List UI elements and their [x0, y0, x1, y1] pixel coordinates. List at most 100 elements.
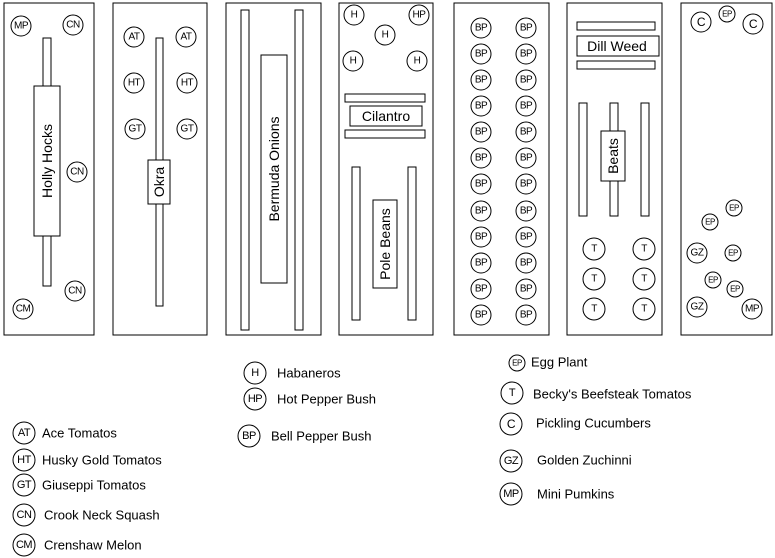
- svg-text:BP: BP: [475, 310, 488, 321]
- bed-6-row-top: [576, 21, 656, 31]
- svg-text:BP: BP: [475, 206, 488, 217]
- plant-marker: AT: [175, 26, 197, 48]
- svg-text:MP: MP: [503, 488, 519, 500]
- svg-text:BP: BP: [520, 153, 533, 164]
- svg-text:GT: GT: [17, 479, 32, 491]
- plant-marker: BP: [470, 226, 492, 248]
- plant-marker: EP: [726, 280, 744, 298]
- svg-text:MP: MP: [745, 304, 760, 315]
- svg-text:MP: MP: [14, 21, 29, 32]
- svg-text:CN: CN: [66, 20, 80, 31]
- bed-6-label-top: Dill Weed: [587, 38, 647, 54]
- bed-1-label: Holly Hocks: [39, 124, 55, 198]
- garden-bed-2: [112, 2, 208, 336]
- plant-marker: BP: [470, 17, 492, 39]
- plant-marker: GZ: [686, 242, 708, 264]
- plant-marker: H: [342, 50, 364, 72]
- svg-text:AT: AT: [180, 32, 191, 43]
- svg-text:T: T: [509, 387, 516, 399]
- svg-text:Ace Tomatos: Ace Tomatos: [42, 426, 117, 441]
- plant-marker: BP: [470, 95, 492, 117]
- svg-text:BP: BP: [520, 49, 533, 60]
- bed-6-plants: T T T T T T: [582, 237, 656, 321]
- svg-text:T: T: [591, 304, 597, 315]
- svg-text:EP: EP: [708, 276, 718, 285]
- svg-text:H: H: [350, 56, 357, 67]
- svg-text:T: T: [591, 274, 597, 285]
- svg-text:GT: GT: [181, 124, 194, 135]
- svg-text:BP: BP: [475, 75, 488, 86]
- plant-marker: H: [343, 4, 365, 26]
- svg-text:EP: EP: [728, 249, 738, 258]
- plant-marker: HT: [123, 72, 145, 94]
- plant-marker: BP: [515, 278, 537, 300]
- svg-text:BP: BP: [475, 153, 488, 164]
- garden-bed-6: [566, 2, 663, 336]
- plant-marker: BP: [515, 147, 537, 169]
- plant-marker: BP: [515, 200, 537, 222]
- plant-marker: EP: [701, 213, 719, 231]
- plant-marker: T: [632, 267, 656, 291]
- svg-text:BP: BP: [520, 101, 533, 112]
- svg-text:GZ: GZ: [504, 455, 519, 467]
- svg-text:HT: HT: [17, 454, 31, 466]
- bed-4-row-top: [344, 93, 426, 103]
- plant-marker: EP: [724, 244, 742, 262]
- garden-bed-4: [338, 2, 434, 336]
- svg-text:BP: BP: [475, 232, 488, 243]
- svg-text:AT: AT: [18, 427, 31, 439]
- svg-text:EP: EP: [730, 285, 740, 294]
- bed-1-label-box: [33, 85, 61, 237]
- svg-text:EP: EP: [705, 218, 715, 227]
- plant-marker: BP: [470, 69, 492, 91]
- legend-item: GZ Golden Zuchinni: [499, 449, 632, 473]
- plant-marker: CN: [64, 280, 86, 302]
- bed-5-plants: BP BP BP BP BP BP BP BP BP BP BP BP BP B…: [470, 17, 537, 326]
- svg-text:HT: HT: [128, 78, 141, 89]
- bed-4-label-bottom-box: [372, 199, 398, 289]
- bed-4-label-top: Cilantro: [362, 108, 410, 124]
- svg-text:BP: BP: [475, 284, 488, 295]
- plant-marker: T: [632, 237, 656, 261]
- plant-marker: EP: [704, 271, 722, 289]
- svg-text:Golden Zuchinni: Golden Zuchinni: [537, 453, 632, 468]
- svg-text:BP: BP: [520, 75, 533, 86]
- plant-marker: CN: [66, 161, 88, 183]
- plant-marker: BP: [470, 304, 492, 326]
- bed-6-row-left: [578, 102, 588, 217]
- plant-marker: GT: [124, 118, 146, 140]
- bed-2-label-box: [147, 159, 171, 205]
- bed-4-row-right: [407, 166, 417, 321]
- bed-2-plants: AT AT HT HT GT GT: [123, 26, 198, 140]
- svg-text:T: T: [591, 244, 597, 255]
- plant-marker: T: [582, 297, 606, 321]
- plant-marker: EP: [718, 5, 736, 23]
- svg-text:HP: HP: [248, 393, 262, 405]
- plant-marker: BP: [470, 147, 492, 169]
- plant-marker: BP: [470, 200, 492, 222]
- plant-marker: T: [582, 237, 606, 261]
- svg-text:EP: EP: [729, 204, 739, 213]
- svg-text:Crenshaw Melon: Crenshaw Melon: [44, 538, 142, 553]
- bed-3-row-right: [294, 9, 304, 331]
- plant-marker: BP: [515, 121, 537, 143]
- svg-text:CM: CM: [16, 539, 32, 551]
- plant-marker: HT: [176, 72, 198, 94]
- svg-text:BP: BP: [520, 206, 533, 217]
- bed-3-row-left: [240, 9, 250, 331]
- svg-text:Becky's Beefsteak Tomatos: Becky's Beefsteak Tomatos: [533, 387, 692, 402]
- svg-text:CN: CN: [17, 509, 32, 521]
- svg-text:EP: EP: [722, 10, 732, 19]
- garden-bed-3: [225, 2, 322, 336]
- svg-text:Habaneros: Habaneros: [277, 366, 341, 381]
- plant-marker: GZ: [686, 296, 708, 318]
- svg-text:BP: BP: [520, 284, 533, 295]
